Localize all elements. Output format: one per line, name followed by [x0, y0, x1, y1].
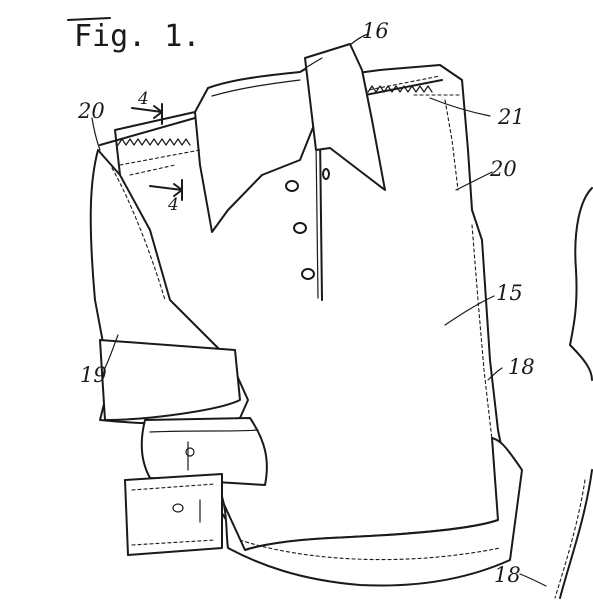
section-marker-bottom: 4	[149, 179, 183, 215]
front-buttons	[285, 168, 330, 280]
label-shoulder-right: 20	[489, 157, 517, 181]
figure-title: Fig. 1.	[67, 17, 200, 54]
leader-lines	[91, 33, 547, 587]
button-1	[285, 180, 299, 192]
figure-title-text: Fig. 1.	[74, 19, 200, 54]
button-3	[301, 268, 315, 280]
label-side-edge-lower: 18	[494, 563, 521, 587]
reference-labels: 16 20 21 20 15 18 19 18	[77, 19, 535, 587]
label-shoulder-left: 20	[77, 99, 105, 123]
adjacent-figure-edge	[554, 187, 593, 599]
left-sleeve	[89, 149, 268, 556]
label-sleeve: 19	[80, 363, 107, 387]
buttonhole-1	[322, 168, 330, 180]
label-body: 15	[496, 281, 523, 305]
section-label-bottom: 4	[167, 195, 179, 215]
left-shoulder-yoke	[99, 117, 201, 176]
label-side-edge: 18	[508, 355, 535, 379]
collar	[194, 43, 386, 233]
label-collar: 16	[362, 19, 389, 43]
section-label-top: 4	[137, 89, 149, 109]
section-marker-top: 4	[131, 89, 163, 125]
button-2	[293, 222, 307, 234]
label-seam: 21	[497, 105, 525, 129]
